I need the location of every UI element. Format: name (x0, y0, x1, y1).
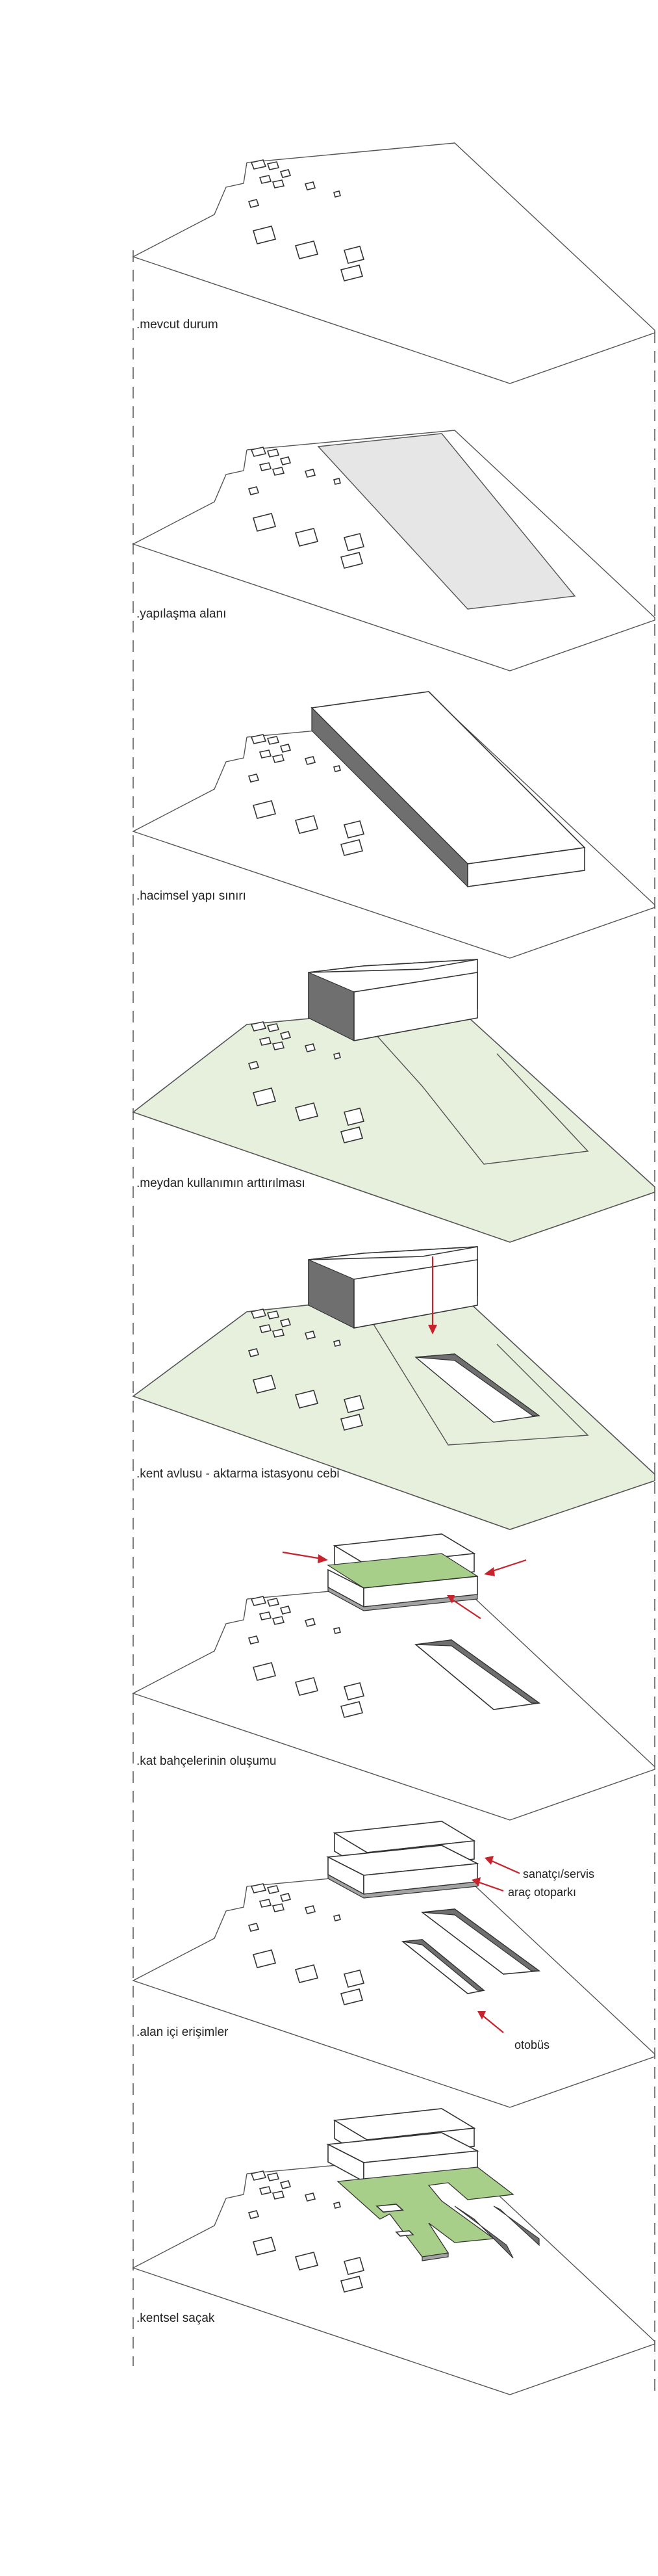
step-floor-gardens: .kat bahçelerinin oluşumu (133, 1533, 655, 1821)
annotation-bus: otobüs (514, 2038, 550, 2051)
green-courtyard-area (132, 1288, 655, 1530)
step-site-access: sanatçı/servis araç otoparkı otobüs .ala… (133, 1821, 655, 2108)
step-square-use: .meydan kullanımın arttırılması (132, 959, 655, 1243)
green-square-area (132, 1004, 655, 1243)
step-label: .hacimsel yapı sınırı (136, 889, 246, 903)
step-label: .mevcut durum (136, 318, 218, 332)
step-urban-canopy: .kentsel saçak (133, 2108, 655, 2395)
step-urban-courtyard: .kent avlusu - aktarma istasyonu cebi (132, 1246, 655, 1530)
red-arrow (490, 1859, 520, 1875)
step-label: .yapılaşma alanı (136, 607, 226, 621)
annotation-car-park: araç otoparkı (508, 1886, 576, 1899)
red-arrow (477, 1880, 504, 1892)
step-label: .kat bahçelerinin oluşumu (136, 1754, 276, 1768)
step-label: .kent avlusu - aktarma istasyonu cebi (136, 1467, 340, 1481)
green-urban-canopy (336, 2166, 514, 2257)
step-existing: .mevcut durum (133, 142, 655, 384)
step-label: .kentsel saçak (136, 2311, 215, 2325)
red-arrow (451, 1598, 481, 1619)
building-area-zone (317, 433, 576, 610)
step-volumetric-limit: .hacimsel yapı sınırı (133, 691, 655, 959)
step-building-area: .yapılaşma alanı (133, 430, 655, 671)
red-arrow (490, 1559, 527, 1573)
red-arrow (481, 2014, 504, 2033)
red-arrow (282, 1551, 322, 1560)
step-label: .meydan kullanımın arttırılması (136, 1177, 305, 1190)
annotation-artist-service: sanatçı/servis (523, 1867, 594, 1880)
step-label: .alan içi erişimler (136, 2025, 229, 2039)
